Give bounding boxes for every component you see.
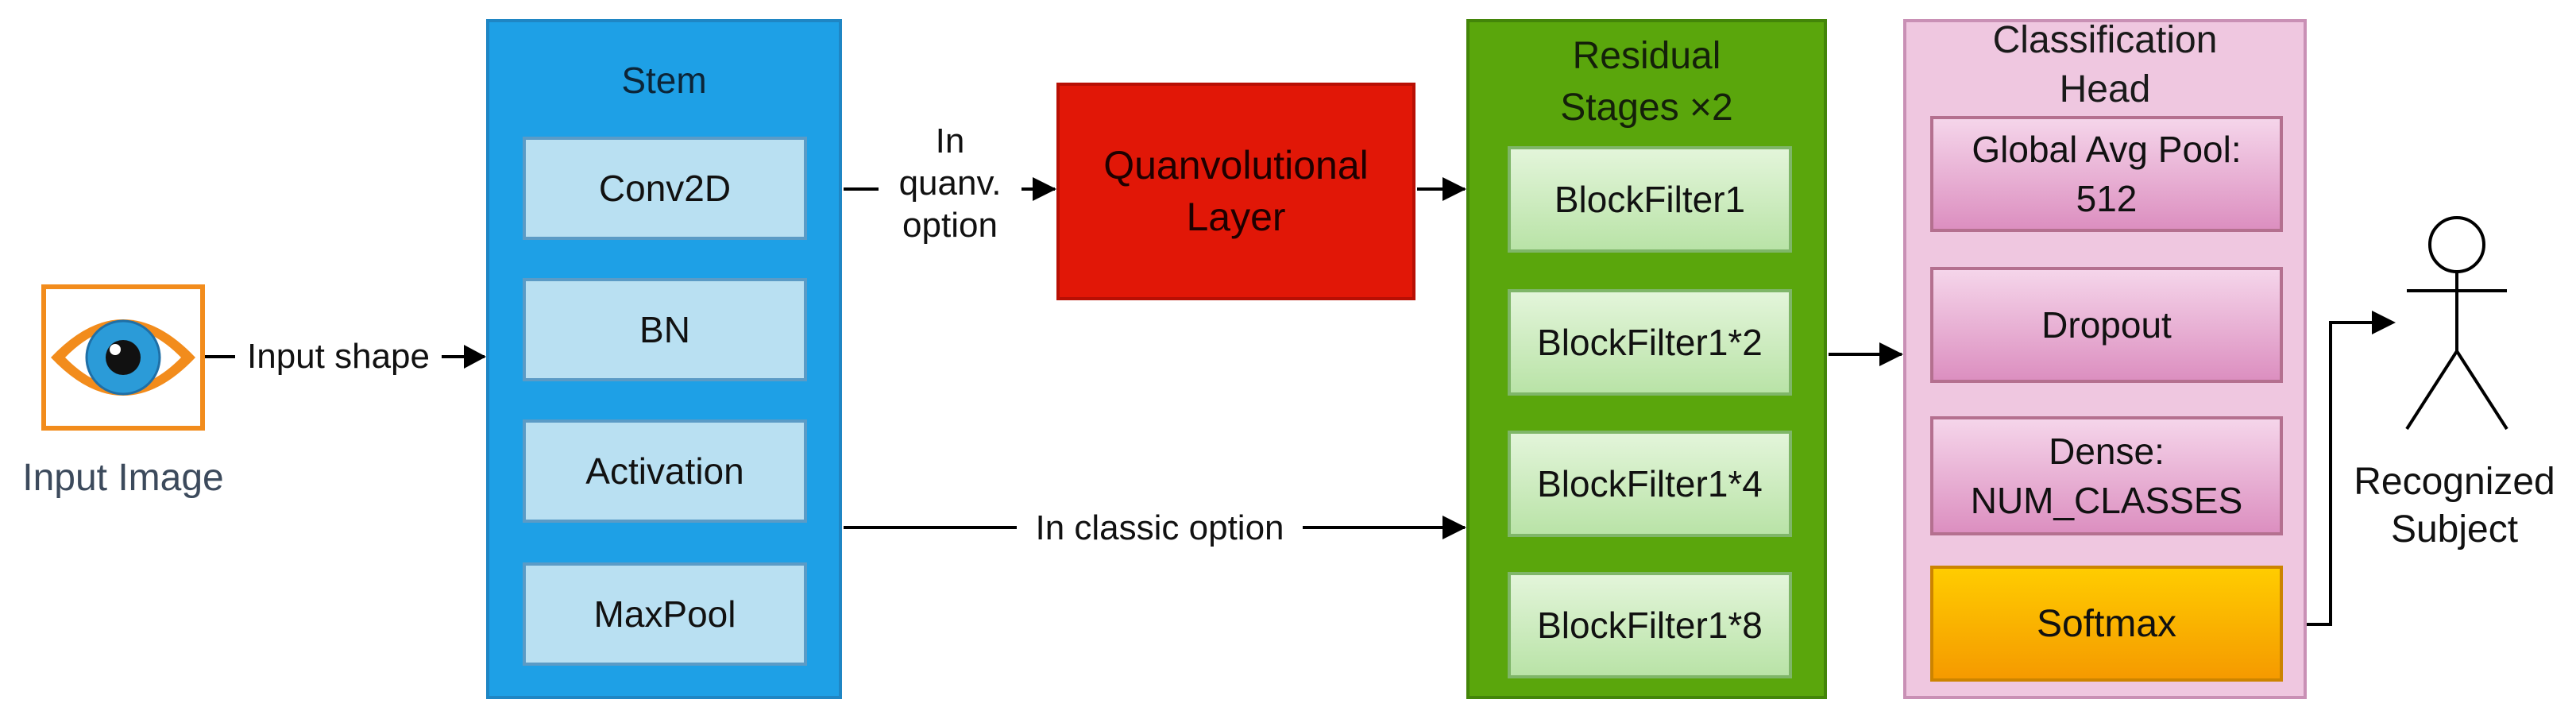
head-block-dense: Dense: NUM_CLASSES [1930, 416, 2283, 535]
head-title-line: Head [2059, 68, 2151, 110]
residual-block-8: BlockFilter1*8 [1508, 572, 1792, 678]
stem-block-maxpool: MaxPool [523, 562, 807, 666]
stem-block-conv2d: Conv2D [523, 137, 807, 240]
input-image-label: Input Image [22, 456, 224, 499]
output-label-line: Recognized [2354, 461, 2555, 503]
residual-block-1: BlockFilter1 [1508, 146, 1792, 253]
quanvolutional-layer: Quanvolutional Layer [1056, 83, 1415, 300]
residual-title: Residual Stages ×2 [1466, 27, 1827, 138]
head-block-line: Dropout [2041, 303, 2172, 346]
head-title-line: Classification [1992, 18, 2218, 61]
classic-option-label: In classic option [1017, 505, 1303, 551]
residual-title-line: Stages ×2 [1560, 87, 1733, 129]
head-block-line: Global Avg Pool: [1972, 128, 2242, 170]
residual-block-4: BlockFilter1*4 [1508, 431, 1792, 537]
quanv-option-line: option [902, 205, 998, 245]
head-block-line: Dense: [2049, 430, 2165, 472]
recognized-subject-label: Recognized Subject [2335, 454, 2574, 558]
input-shape-label: Input shape [235, 334, 442, 380]
classification-head-title: Classification Head [1903, 14, 2307, 116]
stem-title: Stem [621, 60, 707, 101]
arrowhead [464, 345, 486, 369]
stem-block-bn: BN [523, 278, 807, 381]
head-block-dropout: Dropout [1930, 267, 2283, 383]
head-block-softmax: Softmax [1930, 566, 2283, 682]
quanvolutional-line: Quanvolutional [1103, 143, 1369, 187]
input-image-icon [41, 284, 205, 431]
head-block-line: 512 [2076, 178, 2138, 219]
output-label-line: Subject [2390, 508, 2519, 551]
edge-softmax-to-output [2284, 321, 2393, 626]
stem-block-activation: Activation [523, 419, 807, 523]
eye-icon [41, 284, 205, 431]
quanvolutional-line: Layer [1186, 195, 1286, 239]
quanv-option-line: quanv. [898, 163, 1002, 203]
residual-title-line: Residual [1572, 35, 1721, 78]
quanv-option-label: In quanv. option [879, 121, 1022, 264]
stick-figure-icon [2405, 216, 2508, 431]
head-block-line: NUM_CLASSES [1970, 480, 2243, 521]
recognized-subject-icon [2397, 208, 2516, 439]
residual-block-2: BlockFilter1*2 [1508, 289, 1792, 396]
quanv-option-line: In [935, 122, 965, 160]
head-block-global-avg-pool: Global Avg Pool: 512 [1930, 116, 2283, 232]
